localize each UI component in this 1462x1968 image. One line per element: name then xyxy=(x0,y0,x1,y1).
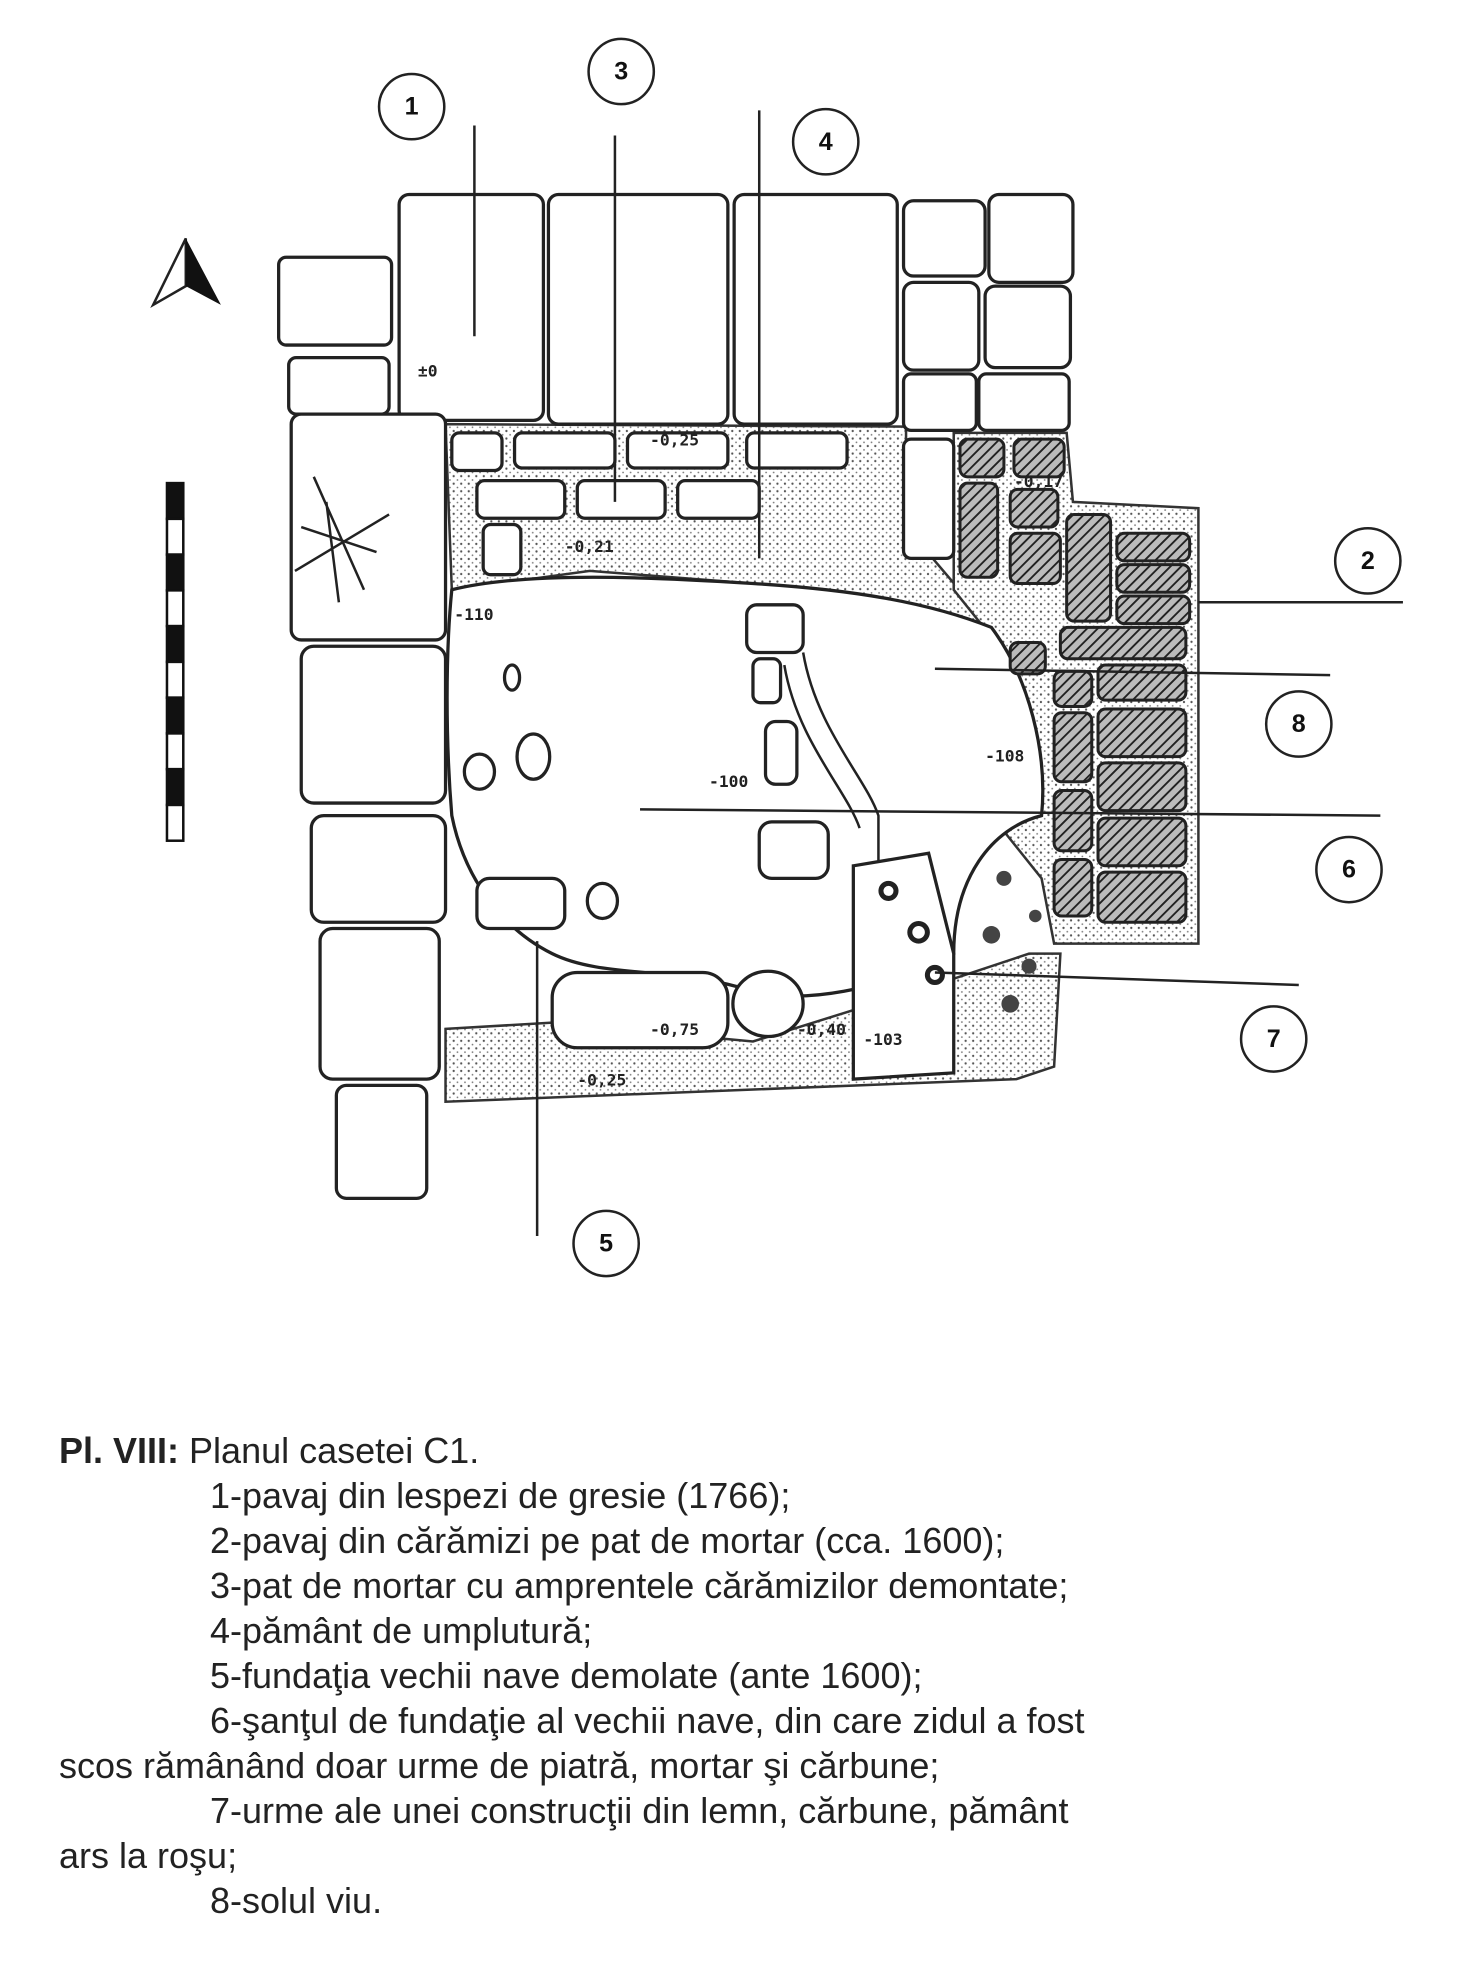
marker-5: 5 xyxy=(572,1209,641,1278)
scale-segment xyxy=(165,481,185,521)
wood-traces xyxy=(851,851,1042,1081)
elevation-label: -0,75 xyxy=(650,1020,699,1039)
legend-item: 8-solul viu. xyxy=(210,1880,383,1921)
brick xyxy=(1096,707,1188,759)
elevation-label: -0,40 xyxy=(797,1020,846,1039)
scale-segment xyxy=(165,732,185,771)
svg-text:3: 3 xyxy=(614,58,628,86)
svg-text:4: 4 xyxy=(819,128,833,156)
elevation-label: -110 xyxy=(454,605,493,624)
brick xyxy=(1096,663,1188,702)
scale-segment xyxy=(165,589,185,628)
stone-slabs xyxy=(277,192,1075,1200)
marker-7: 7 xyxy=(1239,1005,1308,1073)
brick xyxy=(1052,789,1094,853)
brick xyxy=(958,481,1000,579)
svg-text:1: 1 xyxy=(405,93,419,121)
elevation-label: -0,25 xyxy=(650,430,699,449)
scale-segment xyxy=(165,767,185,807)
brick xyxy=(1008,531,1062,585)
plate-label: Pl. VIII: xyxy=(59,1430,180,1471)
brick xyxy=(1096,870,1188,924)
scale-bar xyxy=(165,481,185,842)
svg-text:7: 7 xyxy=(1267,1025,1281,1053)
north-arrow-icon xyxy=(150,237,221,309)
elevation-label: -100 xyxy=(709,772,748,791)
elevation-label: -0,21 xyxy=(565,537,614,556)
legend-item-continued: scos rămânând doar urme de piatră, morta… xyxy=(59,1745,940,1786)
brick-pavement xyxy=(958,437,1192,924)
caption-title: Pl. VIII: Planul casetei C1. xyxy=(59,1428,1439,1473)
marker-4: 4 xyxy=(791,107,860,176)
svg-text:6: 6 xyxy=(1342,856,1356,884)
brick xyxy=(958,437,1006,479)
marker-6: 6 xyxy=(1315,835,1383,904)
legend-item: 3-pat de mortar cu amprentele cărămizilo… xyxy=(210,1565,1069,1606)
legend-item: 2-pavaj din cărămizi pe pat de mortar (c… xyxy=(210,1520,1005,1561)
elevation-label: -103 xyxy=(863,1030,902,1049)
legend-item: 6-şanţul de fundaţie al vechii nave, din… xyxy=(210,1700,1085,1741)
scale-segment xyxy=(165,624,185,664)
svg-text:8: 8 xyxy=(1292,710,1306,738)
elevation-label: ±0 xyxy=(418,361,438,380)
elevation-label: -0,25 xyxy=(577,1070,626,1089)
brick xyxy=(1115,594,1192,626)
scale-segment xyxy=(165,803,185,842)
brick xyxy=(1052,711,1094,784)
marker-8: 8 xyxy=(1264,690,1333,758)
legend-item: 4-pământ de umplutură; xyxy=(210,1610,593,1651)
brick xyxy=(1115,531,1192,563)
brick xyxy=(1008,487,1060,529)
scale-segment xyxy=(165,517,185,556)
marker-3: 3 xyxy=(587,37,656,106)
elevation-label: -0,17 xyxy=(1014,472,1063,491)
legend-item: 5-fundaţia vechii nave demolate (ante 16… xyxy=(210,1655,923,1696)
scale-segment xyxy=(165,696,185,735)
figure-caption: Pl. VIII: Planul casetei C1. 1-pavaj din… xyxy=(59,1428,1439,1923)
brick xyxy=(1012,437,1066,479)
elevation-label: -108 xyxy=(985,747,1024,766)
marker-2: 2 xyxy=(1333,527,1402,595)
brick xyxy=(1065,512,1113,623)
brick xyxy=(1096,816,1188,868)
svg-text:5: 5 xyxy=(599,1229,613,1257)
brick xyxy=(1052,858,1094,918)
leader-lines xyxy=(473,110,1403,1236)
brick xyxy=(1008,640,1047,676)
svg-text:2: 2 xyxy=(1361,547,1375,575)
scale-segment xyxy=(165,660,185,699)
legend-item: 1-pavaj din lespezi de gresie (1766); xyxy=(210,1475,791,1516)
brick xyxy=(1052,669,1094,708)
legend-item: 7-urme ale unei construcţii din lemn, că… xyxy=(210,1790,1069,1831)
scale-segment xyxy=(165,553,185,592)
excavation-plan: ±0 -0,25 -0,21 -0,17 -110 -100 -108 -0,7… xyxy=(150,37,1403,1278)
brick xyxy=(1096,761,1188,813)
plate-title: Planul casetei C1. xyxy=(189,1430,480,1471)
brick xyxy=(1115,563,1192,594)
legend-item-continued: ars la roşu; xyxy=(59,1835,238,1876)
marker-1: 1 xyxy=(377,72,446,141)
brick xyxy=(1058,625,1188,661)
